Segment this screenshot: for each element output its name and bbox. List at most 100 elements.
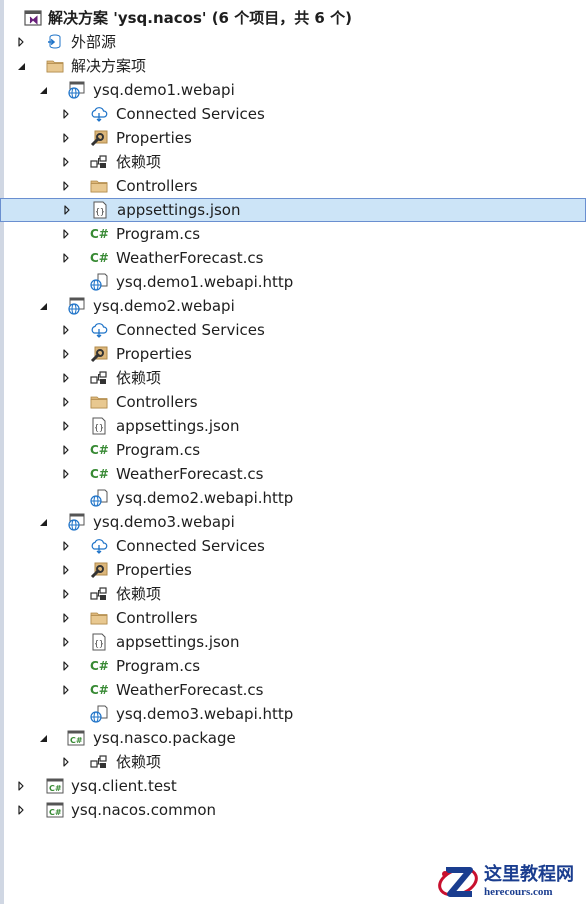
collapsed-arrow-icon[interactable] [61, 157, 71, 167]
collapsed-arrow-icon[interactable] [61, 565, 71, 575]
collapsed-arrow-icon[interactable] [61, 613, 71, 623]
collapsed-arrow-icon[interactable] [61, 445, 71, 455]
tree-item-label: ysq.demo3.webapi [93, 513, 235, 531]
svg-text:{}: {} [95, 207, 105, 216]
tree-item[interactable]: ysq.demo1.webapi.http [0, 270, 586, 294]
collapsed-arrow-icon[interactable] [61, 397, 71, 407]
tree-item[interactable]: Controllers [0, 174, 586, 198]
json-file-icon: {} [90, 633, 108, 651]
tree-item[interactable]: Connected Services [0, 318, 586, 342]
tree-item[interactable]: 依赖项 [0, 750, 586, 774]
tree-item[interactable]: C#WeatherForecast.cs [0, 678, 586, 702]
tree-item[interactable]: ysq.demo1.webapi [0, 78, 586, 102]
collapsed-arrow-icon[interactable] [16, 37, 26, 47]
svg-text:C#: C# [90, 251, 108, 265]
http-file-icon [90, 705, 108, 723]
tree-item[interactable]: ysq.demo2.webapi.http [0, 486, 586, 510]
tree-item-label: 依赖项 [116, 585, 162, 603]
expanded-arrow-icon[interactable] [38, 301, 48, 311]
collapsed-arrow-icon[interactable] [61, 133, 71, 143]
tree-item[interactable]: ysq.demo3.webapi.http [0, 702, 586, 726]
connected-services-icon [90, 105, 108, 123]
collapsed-arrow-icon[interactable] [61, 757, 71, 767]
tree-item[interactable]: C#ysq.client.test [0, 774, 586, 798]
collapsed-arrow-icon[interactable] [61, 469, 71, 479]
expanded-arrow-icon[interactable] [38, 517, 48, 527]
json-file-icon: {} [90, 417, 108, 435]
properties-icon [90, 561, 108, 579]
web-project-icon [67, 513, 85, 531]
collapsed-arrow-icon[interactable] [16, 805, 26, 815]
tree-item[interactable]: Connected Services [0, 534, 586, 558]
collapsed-arrow-icon[interactable] [61, 253, 71, 263]
tree-item[interactable]: C# ysq.nacos.common [0, 798, 586, 822]
tree-item-label: Controllers [116, 393, 198, 411]
tree-item-label: Program.cs [116, 657, 201, 675]
collapsed-arrow-icon[interactable] [61, 349, 71, 359]
tree-item[interactable]: 依赖项 [0, 582, 586, 606]
expanded-arrow-icon[interactable] [16, 61, 26, 71]
tree-item-label: ysq.nacos.common [71, 801, 217, 819]
tree-item-label: Controllers [116, 609, 198, 627]
tree-item[interactable]: {} appsettings.json [0, 414, 586, 438]
tree-item-label: ysq.demo2.webapi [93, 297, 235, 315]
solution-root[interactable]: 解决方案 'ysq.nacos' (6 个项目，共 6 个) [0, 6, 586, 30]
csharp-file-icon: C# [90, 657, 108, 675]
collapsed-arrow-icon[interactable] [61, 181, 71, 191]
expanded-arrow-icon[interactable] [38, 85, 48, 95]
tree-item[interactable]: 依赖项 [0, 366, 586, 390]
collapsed-arrow-icon[interactable] [16, 781, 26, 791]
tree-item[interactable]: C#WeatherForecast.cs [0, 462, 586, 486]
csharp-file-icon: C# [90, 441, 108, 459]
watermark: 这里教程网 herecours.com [436, 860, 586, 904]
tree-item-label: ysq.client.test [71, 777, 177, 795]
collapsed-arrow-icon[interactable] [61, 589, 71, 599]
svg-text:{}: {} [94, 423, 104, 432]
collapsed-arrow-icon[interactable] [61, 541, 71, 551]
dependencies-icon [90, 153, 108, 171]
tree-item-label: 依赖项 [116, 153, 162, 171]
collapsed-arrow-icon[interactable] [61, 661, 71, 671]
collapsed-arrow-icon[interactable] [61, 373, 71, 383]
collapsed-arrow-icon[interactable] [61, 421, 71, 431]
tree-item-label: ysq.demo2.webapi.http [116, 489, 294, 507]
dependencies-icon [90, 369, 108, 387]
tree-item[interactable]: 解决方案项 [0, 54, 586, 78]
csharp-project-icon: C# [46, 801, 64, 819]
collapsed-arrow-icon[interactable] [61, 325, 71, 335]
svg-text:C#: C# [90, 227, 108, 241]
tree-item[interactable]: C#Program.cs [0, 222, 586, 246]
tree-item[interactable]: C#ysq.nasco.package [0, 726, 586, 750]
tree-item-label: 外部源 [71, 33, 117, 51]
tree-item[interactable]: C#Program.cs [0, 438, 586, 462]
collapsed-arrow-icon[interactable] [62, 205, 72, 215]
svg-text:{}: {} [94, 639, 104, 648]
folder-icon [90, 393, 108, 411]
tree-item[interactable]: {}appsettings.json [0, 630, 586, 654]
collapsed-arrow-icon[interactable] [61, 109, 71, 119]
collapsed-arrow-icon[interactable] [61, 229, 71, 239]
connected-services-icon [90, 321, 108, 339]
tree-item[interactable]: 外部源 [0, 30, 586, 54]
tree-item[interactable]: ysq.demo3.webapi [0, 510, 586, 534]
tree-item-label: 依赖项 [116, 369, 162, 387]
tree-item[interactable]: C# WeatherForecast.cs [0, 246, 586, 270]
tree-item-label: 依赖项 [116, 753, 162, 771]
expanded-arrow-icon[interactable] [38, 733, 48, 743]
tree-item[interactable]: Properties [0, 126, 586, 150]
collapsed-arrow-icon[interactable] [61, 637, 71, 647]
tree-item-label: WeatherForecast.cs [116, 465, 264, 483]
tree-item[interactable]: ysq.demo2.webapi [0, 294, 586, 318]
tree-item[interactable]: Controllers [0, 606, 586, 630]
tree-item-label: appsettings.json [116, 417, 240, 435]
tree-item[interactable]: Properties [0, 342, 586, 366]
tree-item[interactable]: 依赖项 [0, 150, 586, 174]
tree-item[interactable]: Connected Services [0, 102, 586, 126]
tree-item-label: ysq.demo1.webapi.http [116, 273, 294, 291]
tree-item[interactable]: C# Program.cs [0, 654, 586, 678]
tree-item[interactable]: Controllers [0, 390, 586, 414]
tree-item[interactable]: Properties [0, 558, 586, 582]
tree-item-label: WeatherForecast.cs [116, 249, 264, 267]
tree-item-selected[interactable]: {}appsettings.json [0, 198, 586, 222]
collapsed-arrow-icon[interactable] [61, 685, 71, 695]
